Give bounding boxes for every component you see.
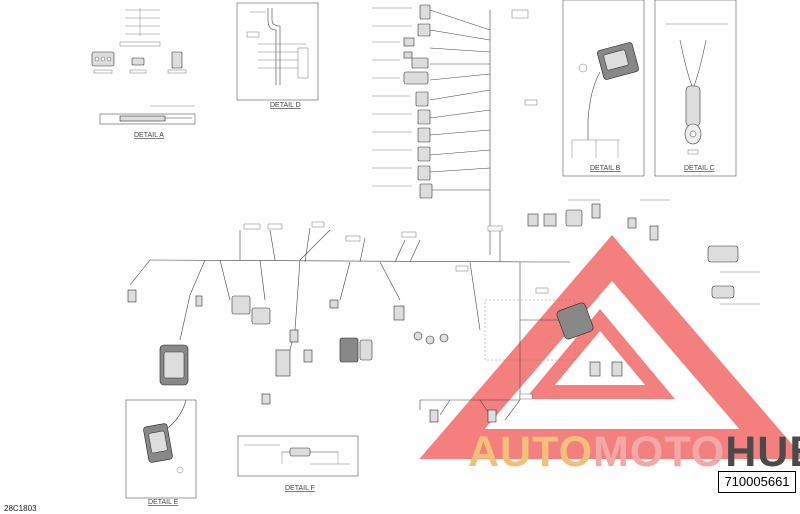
harness-components <box>127 199 760 423</box>
detail-d-group: DETAIL D <box>236 2 319 109</box>
watermark-logo: AUTOMOTOHUB <box>468 428 800 477</box>
detail-b-group: DETAIL B <box>562 0 645 177</box>
detail-b-label: DETAIL B <box>590 165 621 172</box>
main-harness <box>129 221 570 421</box>
detail-d-label: DETAIL D <box>270 102 301 109</box>
part-number-box: 710005661 <box>718 471 796 493</box>
detail-a-group: DETAIL A <box>91 8 196 139</box>
detail-a-label: DETAIL A <box>134 132 164 139</box>
logo-auto: AUTO <box>468 428 594 476</box>
reference-code: 28C1803 <box>4 504 37 513</box>
watermark-triangle <box>419 234 800 459</box>
connector-column <box>372 4 538 255</box>
detail-c-label: DETAIL C <box>684 165 715 172</box>
logo-hub: HUB <box>725 428 800 476</box>
detail-c-group: DETAIL C <box>654 0 737 177</box>
detail-f-label: DETAIL F <box>285 485 315 492</box>
detail-e-group: DETAIL E <box>125 399 197 506</box>
detail-e-label: DETAIL E <box>148 499 179 506</box>
logo-moto: MOTO <box>593 428 726 476</box>
dashed-zone <box>484 299 576 361</box>
detail-f-group: DETAIL F <box>237 435 359 492</box>
